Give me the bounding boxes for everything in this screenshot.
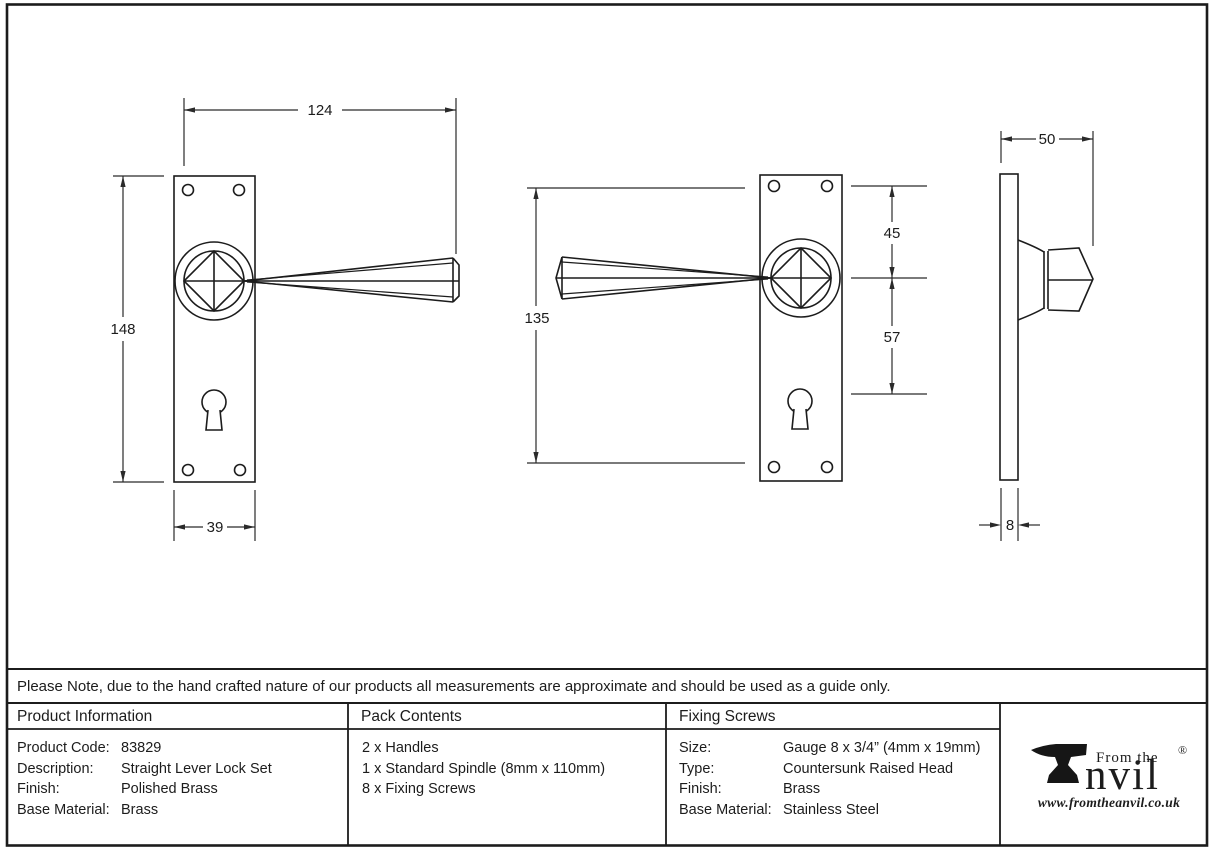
- dimension-arrows: [120, 107, 1093, 530]
- keyhole-stem: [205, 409, 223, 431]
- sheet-grid: [5, 3, 1209, 847]
- list-item: 1 x Standard Spindle (8mm x 110mm): [362, 760, 606, 777]
- pack-contents-list: 2 x Handles 1 x Standard Spindle (8mm x …: [362, 738, 657, 800]
- product-information-list: Product Code: 83829 Description: Straigh…: [17, 738, 337, 820]
- lever-profile: [1047, 247, 1094, 312]
- rose-profile-top: [1017, 239, 1045, 253]
- row-label: Size:: [679, 740, 712, 756]
- fixing-screws-list: Size: Gauge 8 x 3/4” (4mm x 19mm) Type: …: [679, 738, 994, 820]
- row-value: Gauge 8 x 3/4” (4mm x 19mm): [783, 740, 981, 756]
- screw-hole: [232, 183, 246, 197]
- dim-span-height: 135: [524, 310, 549, 327]
- lever-end-cap: [452, 257, 460, 303]
- dim-plate-height: 148: [110, 321, 135, 338]
- lever-top-chamfer: [561, 261, 769, 278]
- dim-centre-keyhole: 57: [884, 329, 901, 346]
- screw-hole: [767, 179, 781, 193]
- row-label: Finish:: [17, 781, 60, 798]
- brand-logo: From the nvil ® www.fromtheanvil.co.uk: [1031, 743, 1187, 810]
- logo-name: nvil: [1085, 752, 1160, 799]
- anvil-icon: [1031, 744, 1087, 783]
- lever-bottom-chamfer: [561, 278, 769, 295]
- sheet-border: [5, 3, 1209, 847]
- lever-bottom-chamfer: [246, 281, 454, 298]
- dimension-labels: 124 148 39 135 45 57 50 8: [110, 102, 1055, 536]
- lever-top-chamfer: [246, 262, 454, 281]
- list-item: 2 x Handles: [362, 740, 439, 756]
- screw-hole: [767, 460, 781, 474]
- screw-hole: [233, 463, 247, 477]
- front-view-right: [555, 174, 843, 482]
- row-value: 83829: [121, 740, 162, 756]
- backplate-front: [759, 174, 843, 482]
- logo-website: www.fromtheanvil.co.uk: [1038, 795, 1180, 810]
- table-row: Description: Straight Lever Lock Set: [17, 759, 337, 780]
- row-label: Base Material:: [17, 801, 110, 818]
- registered-mark: ®: [1178, 743, 1187, 757]
- row-label: Description:: [17, 760, 94, 777]
- list-item: 8 x Fixing Screws: [362, 781, 476, 798]
- dim-centre-top: 45: [884, 225, 901, 242]
- rose-profile-bottom: [1017, 307, 1045, 321]
- dimensions: [113, 98, 1094, 541]
- dim-projection: 50: [1039, 131, 1056, 148]
- measurement-note: Please Note, due to the hand crafted nat…: [17, 678, 891, 695]
- side-view: [999, 173, 1094, 481]
- row-value: Polished Brass: [121, 781, 218, 798]
- fixing-screws-title: Fixing Screws: [679, 708, 776, 725]
- dim-plate-width: 39: [207, 519, 224, 536]
- table-row: Type: Countersunk Raised Head: [679, 759, 994, 780]
- table-row: Size: Gauge 8 x 3/4” (4mm x 19mm): [679, 738, 994, 759]
- screw-hole: [820, 179, 834, 193]
- row-value: Brass: [121, 801, 159, 818]
- backplate-front: [173, 175, 256, 483]
- pack-contents-title: Pack Contents: [361, 708, 462, 725]
- table-row: Base Material: Brass: [17, 800, 337, 821]
- table-row: Finish: Brass: [679, 779, 994, 800]
- row-value: Stainless Steel: [783, 801, 879, 818]
- dim-plate-thickness: 8: [1006, 517, 1014, 534]
- row-label: Finish:: [679, 781, 722, 798]
- row-value: Straight Lever Lock Set: [121, 760, 272, 777]
- screw-hole: [181, 183, 195, 197]
- front-view-left: [173, 175, 460, 483]
- screw-hole: [181, 463, 195, 477]
- screw-hole: [820, 460, 834, 474]
- table-row: Product Code: 83829: [17, 738, 337, 759]
- table-row: Finish: Polished Brass: [17, 779, 337, 800]
- row-label: Type:: [679, 760, 715, 777]
- row-label: Product Code:: [17, 740, 110, 756]
- lever-end-point: [555, 256, 563, 300]
- backplate-side: [999, 173, 1019, 481]
- product-information-title: Product Information: [17, 708, 153, 725]
- row-value: Brass: [783, 781, 821, 798]
- logo-prefix: From the: [1096, 750, 1159, 766]
- row-label: Base Material:: [679, 801, 772, 818]
- table-row: Base Material: Stainless Steel: [679, 800, 994, 821]
- dim-overall-width: 124: [307, 102, 332, 119]
- row-value: Countersunk Raised Head: [783, 760, 954, 777]
- keyhole-stem: [791, 408, 809, 430]
